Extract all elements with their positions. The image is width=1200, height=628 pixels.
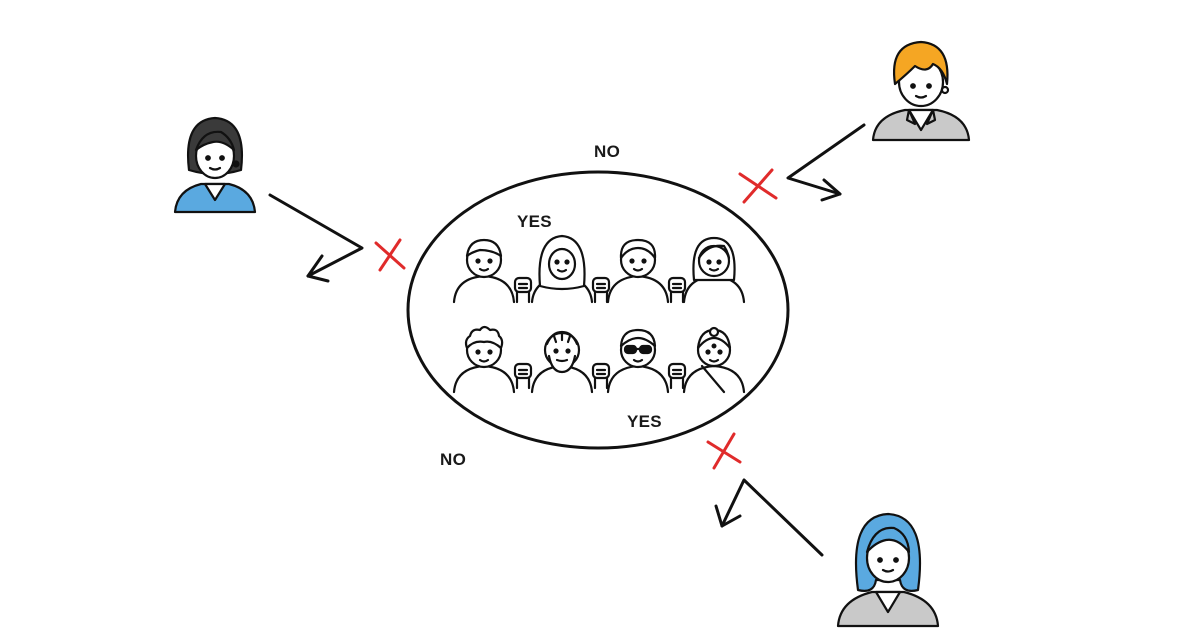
person-sunglasses-icon [606,328,670,394]
woman-hijab-icon [530,234,594,304]
bounce-back-arrow-icon [786,123,866,202]
label-no-bottom: NO [440,450,467,469]
older-man-beard-icon [530,330,594,394]
person-icon [452,238,516,304]
label-no-top: NO [594,142,621,161]
woman-blue-hair-gray-suit-icon [836,512,940,628]
bounce-back-arrow-icon [714,478,824,557]
label-yes-bottom: YES [627,412,662,431]
person-icon [606,238,670,304]
red-x-icon [738,168,778,204]
group-of-people-icon [452,234,746,394]
person-curly-hair-icon [452,325,516,394]
raised-fist-icon [667,276,687,304]
raised-fist-icon [591,362,611,390]
label-yes-top: YES [517,212,552,231]
raised-fist-icon [591,276,611,304]
woman-dark-hair-blue-jacket-icon [173,116,257,214]
bounce-back-arrow-icon [268,193,364,283]
woman-bindi-icon [682,326,746,394]
raised-fist-icon [667,362,687,390]
red-x-icon [706,432,742,470]
person-orange-hair-gray-suit-icon [871,40,971,142]
raised-fist-icon [513,276,533,304]
red-x-icon [374,238,406,272]
group-ellipse [406,170,790,450]
raised-fist-icon [513,362,533,390]
woman-long-hair-icon [682,236,746,304]
